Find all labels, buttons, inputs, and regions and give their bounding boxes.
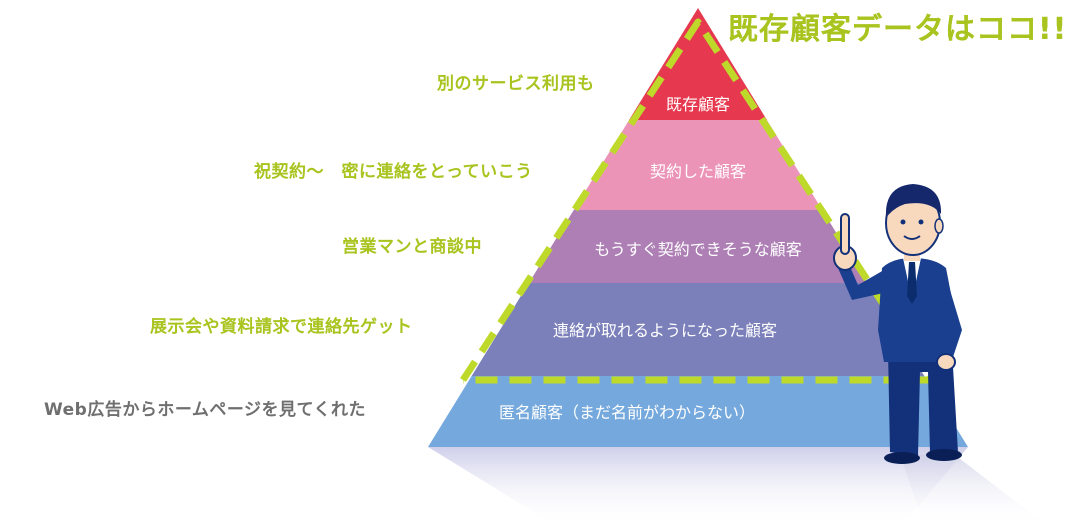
figure-shadow xyxy=(900,455,1050,528)
layer-label-almost-contracted: もうすぐ契約できそうな顧客 xyxy=(594,236,802,260)
layer-label-anonymous: 匿名顧客（まだ名前がわからない） xyxy=(499,399,755,423)
layer-label-contracted: 契約した顧客 xyxy=(650,158,746,182)
note-web-ad-visitor: Web広告からホームページを見てくれた xyxy=(44,395,366,420)
note-contracted: 祝契約〜 密に連絡をとっていこう xyxy=(254,157,533,182)
note-in-negotiation: 営業マンと商談中 xyxy=(342,232,482,257)
layer-label-contactable: 連絡が取れるようになった顧客 xyxy=(553,317,777,341)
note-contact-acquired: 展示会や資料請求で連絡先ゲット xyxy=(150,312,413,337)
note-other-service: 別のサービス利用も xyxy=(437,69,595,94)
existing-customer-data-callout: 既存顧客データはココ!! xyxy=(728,4,1067,48)
layer-label-existing: 既存顧客 xyxy=(666,91,730,115)
